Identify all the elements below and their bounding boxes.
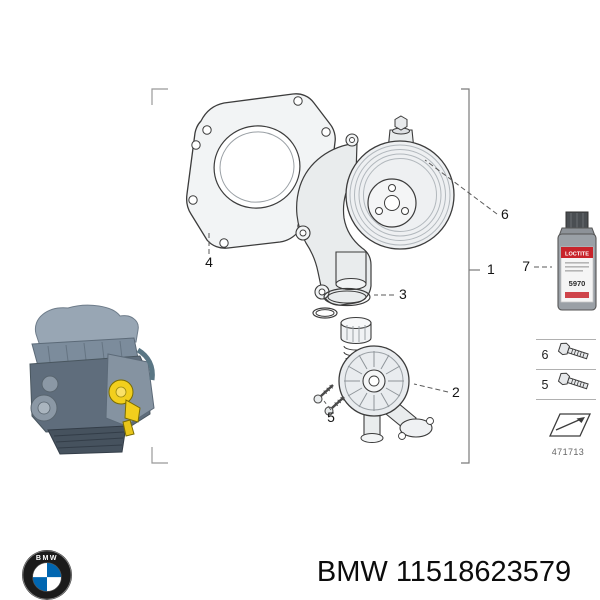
part-number: 11518623579 (395, 556, 572, 588)
sealant-bottle: LOCTITE 5970 (557, 211, 597, 311)
callout-7: 7 (522, 258, 530, 274)
callout-4: 4 (205, 254, 213, 270)
sealant-label-band (561, 247, 593, 258)
thermostat-housing-drawing (338, 345, 434, 443)
sealant-product-label: 5970 (569, 279, 586, 288)
callout-3: 3 (399, 286, 407, 302)
fastener-row-6: 6 (536, 339, 596, 370)
fastener-row-5: 5 (536, 369, 596, 400)
o-ring-drawing (312, 287, 371, 319)
callout-labels: 1 2 3 4 5 6 7 (205, 206, 530, 425)
water-pump-drawing (295, 115, 455, 306)
highlighted-part (108, 379, 141, 437)
sealant-brand-label: LOCTITE (565, 252, 589, 258)
callout-5: 5 (327, 409, 335, 425)
hex-bolt-icon (557, 372, 589, 390)
drawing-number: 471713 (551, 447, 585, 457)
brand-name: BMW (316, 556, 388, 588)
frame-brackets (151, 88, 168, 464)
engine-location-thumbnail (29, 304, 155, 455)
fastener-legend: 6 (536, 339, 600, 457)
bolt-head (394, 115, 408, 131)
hex-bolt-icon (557, 342, 589, 360)
callout-leader-lines (208, 159, 552, 411)
callout-6: 6 (501, 206, 509, 222)
callout-2: 2 (452, 384, 460, 400)
bmw-roundel-logo: BMW (22, 550, 72, 600)
part-number-caption: BMW 11518623579 (295, 556, 593, 589)
bmw-roundel-text: BMW (36, 555, 58, 562)
thermostat-cartridge-drawing (340, 316, 372, 362)
fastener-table: 6 (536, 339, 596, 400)
fastener-row-6-number: 6 (536, 339, 554, 370)
callout-1: 1 (487, 261, 495, 277)
cross-reference-diagram-icon (548, 413, 592, 437)
assembly-bracket (461, 88, 480, 464)
fastener-row-5-number: 5 (536, 369, 554, 400)
